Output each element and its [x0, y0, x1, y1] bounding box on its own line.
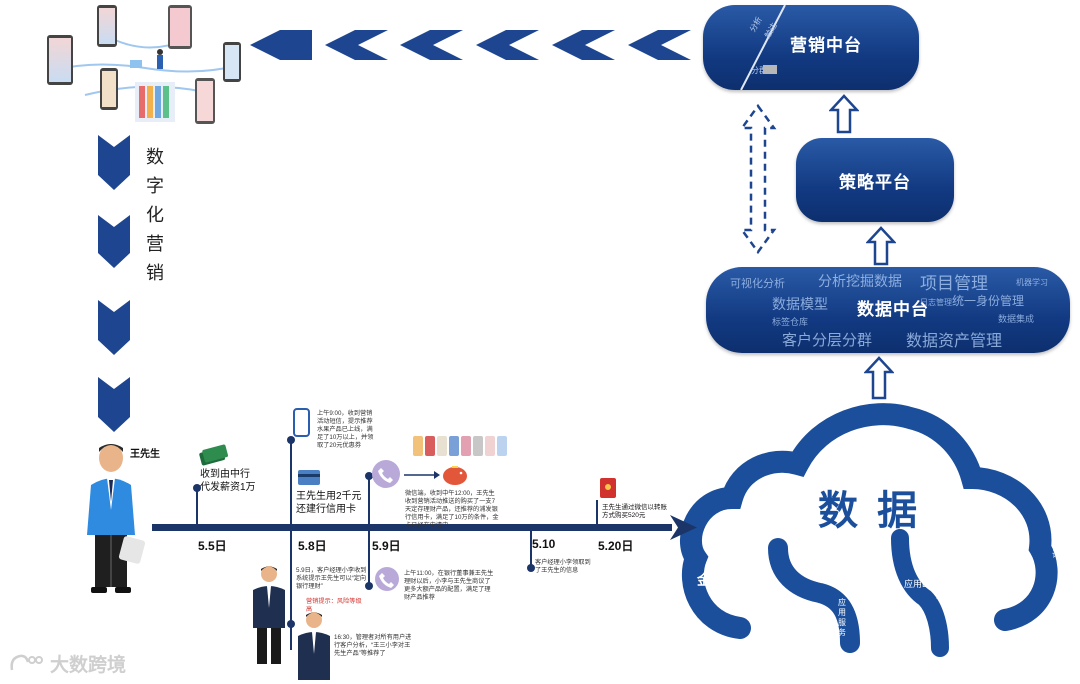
note-low-call: 上午11:00，在银行董事兼王先生理财以后，小李与王先生商议了更多大额产品的配置…: [404, 570, 494, 601]
phone-mockup-4: [223, 42, 241, 82]
piggy-bank-icon: [443, 466, 467, 485]
date-label-5-5: 5.5日: [198, 539, 227, 553]
data-platform-word: 客户分层分群: [782, 332, 873, 349]
phone-mockup-5: [100, 68, 118, 110]
note-low-manager: 5.9日，客户经理小李收到系统提示王先生可以“定向银行理财”: [296, 567, 367, 590]
data-platform-word: 数据模型: [772, 296, 828, 312]
note-low-manager-alert: 营销提示：风险等级高: [306, 598, 362, 613]
watermark: 大数跨境: [8, 650, 126, 677]
credit-card-icon: [298, 470, 320, 485]
timeline-tick-5-9: [368, 476, 370, 586]
event-label-salary: 收到由中行 代发薪资1万: [200, 469, 256, 493]
timeline-tick-5-20: [596, 500, 598, 526]
date-label-5-9: 5.9日: [372, 539, 401, 553]
data-platform-word: 项目管理: [920, 274, 988, 293]
date-label-5-10: 5.10: [532, 537, 556, 551]
cloud-vertical-word: 应用服务: [838, 598, 846, 637]
digital-marketing-label: 数 字 化 营 销: [146, 147, 164, 283]
data-platform-word: 日志管理: [920, 298, 952, 307]
date-label-5-8: 5.8日: [298, 539, 327, 553]
up-arrow-strategy-to-marketing: [829, 94, 859, 134]
arrow-to-piggy-icon: [404, 471, 440, 479]
diagonal-divider: [740, 5, 786, 90]
phone-mockup-6: [195, 78, 215, 124]
watermark-logo-icon: [10, 654, 43, 670]
marketing-platform-title: 营销中台: [790, 36, 862, 55]
date-label-5-20: 5.20日: [598, 539, 634, 553]
data-platform-word: 分析挖掘数据: [818, 273, 902, 289]
customer-figure: [87, 444, 146, 593]
cloud-title: 数 据: [818, 489, 922, 533]
cloud-right-word: 其他系统客户: [948, 579, 1003, 589]
strategy-platform-title: 策略平台: [839, 172, 911, 192]
phone-mockup-2: [168, 5, 192, 49]
event-label-credit-card: 王先生用2千元 还建行信用卡: [296, 491, 362, 515]
note-top-phone: 上午9:00，收到营销活动短信，提示推荐水果产品已上线，满足了10万以上，并领取…: [317, 410, 374, 449]
data-platform-word: 数据集成: [998, 314, 1035, 324]
chevron-arrows-left: [250, 30, 691, 60]
phone-icon: [293, 408, 310, 437]
manager-figure-1: [253, 566, 285, 664]
data-platform-title: 数据中台: [857, 299, 929, 319]
cloud-left-word: 金融数据: [697, 572, 753, 588]
data-cloud-shape: [680, 403, 1058, 657]
timeline-dot: [527, 564, 535, 572]
timeline-tick-5-8: [290, 440, 292, 650]
watermark-text: 大数跨境: [50, 655, 127, 676]
cloud-right-word: 应用ERP: [904, 579, 941, 589]
building-illustration: [135, 82, 175, 122]
strategy-platform-box: 策略平台: [796, 138, 954, 222]
cloud-right-word: 数据ERP客户: [936, 591, 985, 600]
timeline-dot: [193, 484, 201, 492]
data-platform-word: 机器学习: [1016, 278, 1048, 287]
dashed-double-arrow: [739, 104, 777, 254]
cloud-vertical-word: 数据统计: [1052, 520, 1060, 559]
app-collage-image: [35, 0, 265, 130]
customer-name: 王先生: [130, 449, 160, 460]
timeline-axis: [152, 515, 697, 540]
note-low-5-10: 客户经理小李领取到了王先生的信息: [535, 559, 591, 574]
timeline-dot: [365, 582, 373, 590]
data-platform-word: 标签仓库: [772, 317, 809, 327]
note-top-wechat: 微信端，收到中午12:00，王先生收到营销活动推送的购买了一支7天定存理财产品，…: [405, 490, 499, 529]
data-platform-word: 数据资产管理: [906, 333, 1003, 350]
marketing-tag-3: 分群: [751, 66, 767, 75]
phone-mockup-3: [47, 35, 73, 85]
red-envelope-icon: [600, 478, 616, 498]
event-label-wechat-purchase: 王先生通过微信以转账 方式购买520元: [602, 504, 667, 519]
note-low-bottom: 16:30，管理者对所有用户进行客户分析，“王三小李对王先生产品”等推荐了: [334, 634, 412, 657]
timeline-dot: [287, 436, 295, 444]
cash-icon: [199, 444, 228, 466]
timeline-dot: [365, 472, 373, 480]
person-figure: [157, 49, 163, 69]
phone-mockup-1: [97, 5, 117, 47]
wechat-call-icon-2: [375, 567, 399, 591]
data-platform-box: 可视化分析 分析挖掘数据 项目管理 数据模型 统一身份管理 标签仓库 数据集成 …: [706, 267, 1070, 353]
card-icon: [763, 65, 777, 74]
data-platform-word: 可视化分析: [730, 278, 785, 290]
timeline-tick-5-10: [530, 528, 532, 568]
manager-figure-2: [298, 612, 330, 680]
marketing-platform-box: 分析 触达 分群 营销中台: [703, 5, 919, 90]
up-arrow-cloud-to-data: [864, 356, 894, 400]
data-platform-word: 统一身份管理: [952, 294, 1025, 308]
wechat-call-icon: [372, 460, 400, 488]
product-phones-icon: [413, 436, 507, 456]
up-arrow-data-to-strategy: [866, 226, 896, 266]
timeline-tick-5-5: [196, 488, 198, 526]
chevron-arrows-down: [98, 135, 130, 432]
timeline-dot: [287, 620, 295, 628]
